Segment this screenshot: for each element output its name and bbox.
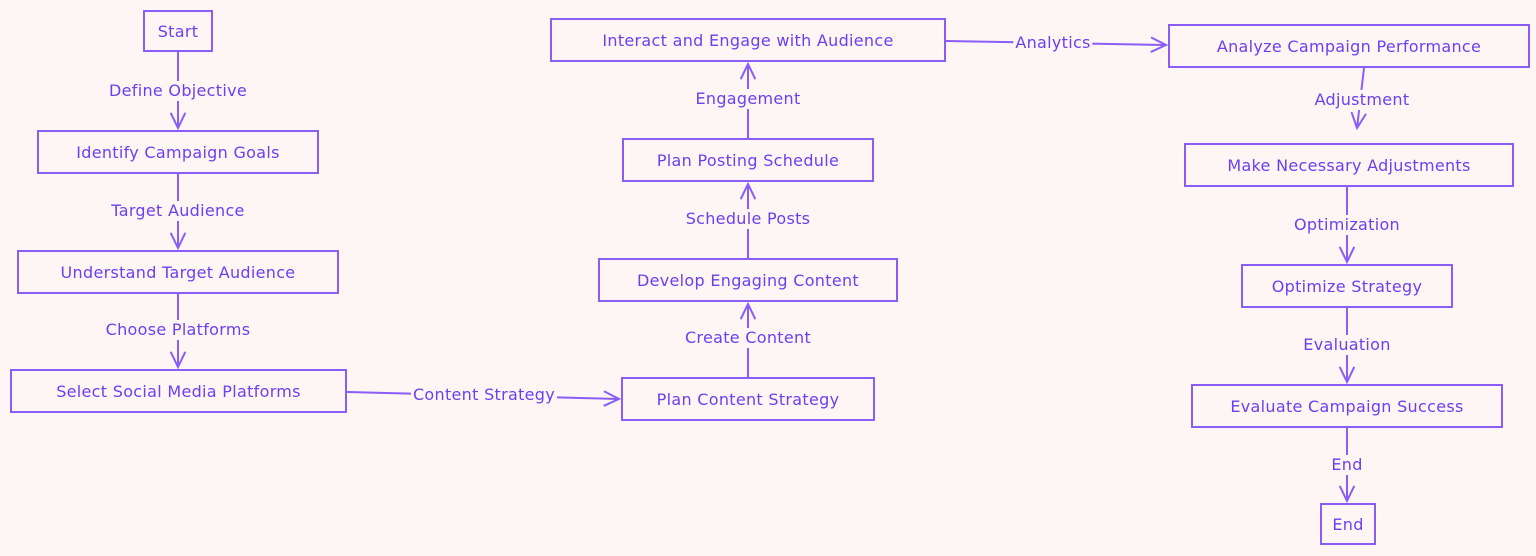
edge-label-define-objective: Define Objective (107, 81, 249, 101)
edge-label-end: End (1329, 455, 1365, 475)
edge-label-choose-platforms: Choose Platforms (103, 320, 253, 340)
arrowhead-11 (1339, 485, 1355, 504)
edge-label-evaluation: Evaluation (1301, 335, 1393, 355)
arrowhead-0 (170, 112, 186, 131)
node-evaluate-campaign-success[interactable]: Evaluate Campaign Success (1191, 384, 1503, 428)
node-develop-engaging-content[interactable]: Develop Engaging Content (598, 258, 898, 302)
arrowhead-4 (740, 301, 756, 320)
edge-label-optimization: Optimization (1292, 215, 1402, 235)
arrowhead-9 (1339, 246, 1355, 265)
edge-label-analytics: Analytics (1013, 33, 1093, 53)
edge-label-content-strategy: Content Strategy (410, 385, 558, 405)
edge-label-schedule-posts: Schedule Posts (683, 209, 813, 229)
node-optimize-strategy[interactable]: Optimize Strategy (1241, 264, 1453, 308)
edge-label-create-content: Create Content (682, 328, 814, 348)
node-identify-campaign-goals[interactable]: Identify Campaign Goals (37, 130, 319, 174)
edge-label-target-audience: Target Audience (109, 201, 247, 221)
node-plan-content-strategy[interactable]: Plan Content Strategy (621, 377, 875, 421)
node-start[interactable]: Start (143, 10, 213, 52)
node-select-social-media-platforms[interactable]: Select Social Media Platforms (10, 369, 347, 413)
node-make-necessary-adjustments[interactable]: Make Necessary Adjustments (1184, 143, 1514, 187)
node-analyze-campaign-performance[interactable]: Analyze Campaign Performance (1168, 24, 1530, 68)
edge-label-engagement: Engagement (693, 89, 803, 109)
node-plan-posting-schedule[interactable]: Plan Posting Schedule (622, 138, 874, 182)
arrowhead-3 (603, 390, 622, 407)
arrowhead-10 (1339, 366, 1355, 385)
node-interact-and-engage[interactable]: Interact and Engage with Audience (550, 18, 946, 62)
node-understand-target-audience[interactable]: Understand Target Audience (17, 250, 339, 294)
arrowhead-8 (1350, 111, 1367, 131)
arrowhead-6 (740, 61, 756, 80)
arrowhead-1 (170, 232, 186, 251)
arrowhead-2 (170, 351, 186, 370)
arrowhead-7 (1150, 36, 1169, 53)
arrowhead-5 (740, 181, 756, 200)
edge-label-adjustment: Adjustment (1312, 90, 1412, 110)
node-end[interactable]: End (1320, 503, 1376, 545)
